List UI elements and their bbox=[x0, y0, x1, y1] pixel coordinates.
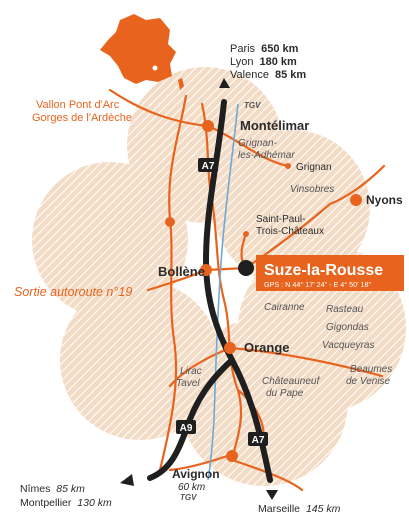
motorway-a7 bbox=[203, 99, 273, 483]
north-valence: Valence 85 km bbox=[230, 69, 306, 81]
town-grignan-adhemar-1: Grignan- bbox=[238, 138, 278, 149]
marseille-name: Marseille bbox=[258, 503, 300, 515]
gorges-label: Gorges de l'Ardèche bbox=[32, 112, 132, 124]
town-montelimar: Montélimar bbox=[240, 118, 309, 133]
road-avignon-west bbox=[168, 453, 232, 472]
zone-west bbox=[32, 162, 188, 318]
marker-orange bbox=[224, 342, 236, 354]
arrow-up-icon bbox=[219, 78, 230, 88]
marker-saint-paul bbox=[243, 231, 249, 237]
lyon-name: Lyon bbox=[230, 56, 253, 68]
town-nyons: Nyons bbox=[366, 193, 403, 207]
road-orange-tavel bbox=[168, 346, 232, 388]
valence-km: 85 km bbox=[275, 69, 306, 81]
a7-north-label: A7 bbox=[202, 161, 215, 172]
town-gigondas: Gigondas bbox=[326, 322, 369, 333]
vallon-label: Vallon Pont d'Arc bbox=[36, 99, 120, 111]
town-markers bbox=[165, 120, 362, 462]
south-marseille: Marseille 145 km bbox=[258, 503, 341, 515]
zone-southwest bbox=[60, 280, 220, 440]
zone-south bbox=[180, 318, 348, 486]
town-grignan: Grignan bbox=[296, 162, 332, 173]
a9-label: A9 bbox=[180, 423, 193, 434]
tgv-north-label: TGV bbox=[244, 101, 261, 110]
marker-bollene bbox=[200, 264, 212, 276]
tgv-line bbox=[207, 103, 239, 481]
destination-name: Suze-la-Rousse bbox=[264, 262, 383, 279]
town-orange: Orange bbox=[244, 340, 290, 355]
town-beaumes-1: Beaumes bbox=[350, 364, 392, 375]
marker-west-1 bbox=[165, 217, 175, 227]
north-lyon: Lyon 180 km bbox=[230, 56, 297, 68]
valence-name: Valence bbox=[230, 69, 269, 81]
location-dot-icon bbox=[152, 65, 158, 71]
montpellier-km: 130 km bbox=[77, 497, 112, 509]
tgv-south-label: TGV bbox=[180, 493, 197, 502]
motorway-shields: A7 A9 A7 bbox=[176, 158, 268, 446]
town-saint-paul-1: Saint-Paul- bbox=[256, 214, 305, 225]
destination-callout bbox=[256, 255, 404, 291]
france-outline-icon bbox=[100, 14, 184, 90]
town-chateauneuf-2: du Pape bbox=[266, 388, 304, 399]
nimes-name: Nîmes bbox=[20, 483, 50, 495]
montpellier-name: Montpellier bbox=[20, 497, 72, 509]
road-montelimar-grignan bbox=[206, 124, 290, 168]
south-nimes: Nîmes 85 km bbox=[20, 483, 85, 495]
town-bollene: Bollène bbox=[158, 264, 205, 279]
marker-montelimar bbox=[202, 120, 214, 132]
road-east-main bbox=[200, 102, 243, 462]
town-cairanne: Cairanne bbox=[264, 302, 305, 313]
marker-avignon bbox=[226, 450, 238, 462]
town-tavel: Tavel bbox=[176, 378, 200, 389]
paris-name: Paris bbox=[230, 43, 256, 55]
arrow-down-icon bbox=[266, 490, 278, 500]
destination-gps: GPS : N 44° 17' 24" - E 4° 50' 18" bbox=[264, 280, 372, 289]
road-suze-nyons bbox=[244, 164, 386, 270]
town-vinsobres: Vinsobres bbox=[290, 184, 334, 195]
marker-grignan bbox=[285, 163, 291, 169]
marseille-km: 145 km bbox=[306, 503, 341, 515]
town-saint-paul-2: Trois-Châteaux bbox=[256, 226, 324, 237]
town-chateauneuf-1: Châteauneuf bbox=[262, 376, 320, 387]
south-montpellier: Montpellier 130 km bbox=[20, 497, 112, 509]
town-lirac: Lirac bbox=[180, 366, 202, 377]
marker-nyons bbox=[350, 194, 362, 206]
road-vallon bbox=[108, 88, 210, 128]
lyon-km: 180 km bbox=[260, 56, 298, 68]
town-rasteau: Rasteau bbox=[326, 304, 364, 315]
road-west-main bbox=[158, 94, 188, 472]
town-vacqueyras: Vacqueyras bbox=[322, 340, 374, 351]
north-paris: Paris 650 km bbox=[230, 43, 299, 55]
marker-suze bbox=[238, 260, 254, 276]
road-orange-east bbox=[228, 346, 384, 378]
a7-south-label: A7 bbox=[252, 435, 265, 446]
nimes-km: 85 km bbox=[56, 483, 85, 495]
town-grignan-adhemar-2: les-Adhémar bbox=[238, 150, 295, 161]
road-avignon-east bbox=[230, 458, 304, 492]
exit-label: Sortie autoroute n°19 bbox=[14, 285, 132, 299]
town-beaumes-2: de Venise bbox=[346, 376, 391, 387]
arrow-left-icon bbox=[120, 474, 134, 486]
paris-km: 650 km bbox=[261, 43, 299, 55]
town-avignon-km: 60 km bbox=[178, 482, 205, 493]
town-avignon: Avignon bbox=[172, 467, 220, 481]
